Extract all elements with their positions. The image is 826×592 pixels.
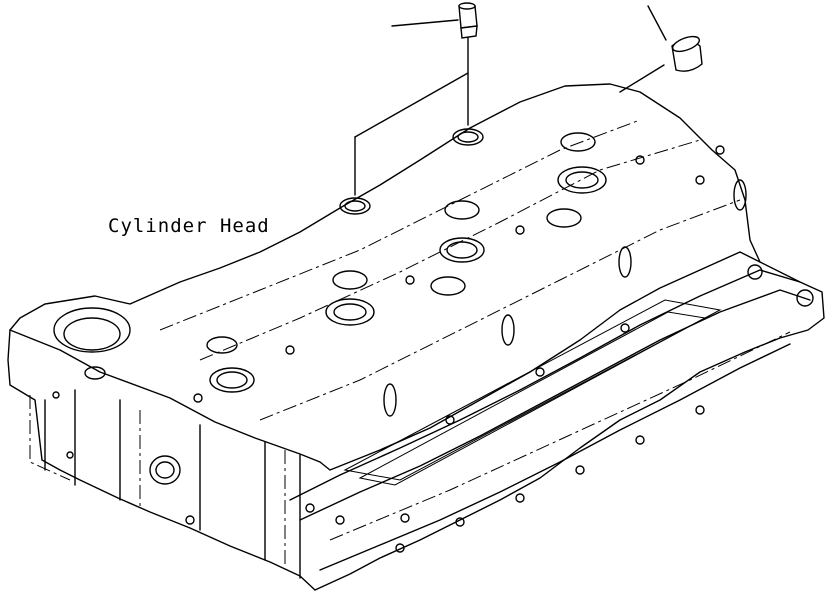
- gasket-flange: [289, 269, 811, 571]
- cylinder-head-label: Cylinder Head: [108, 215, 270, 237]
- head-body: [7, 83, 825, 591]
- bolt-holes: [52, 145, 814, 553]
- valve-ports: [206, 132, 607, 393]
- center-rails: [159, 119, 741, 421]
- side-cap: [671, 35, 703, 72]
- seal-holes: [339, 128, 484, 215]
- side-ports: [383, 179, 747, 417]
- leader-lines: [354, 5, 667, 196]
- front-bore: [53, 307, 181, 485]
- top-plug: [458, 2, 478, 39]
